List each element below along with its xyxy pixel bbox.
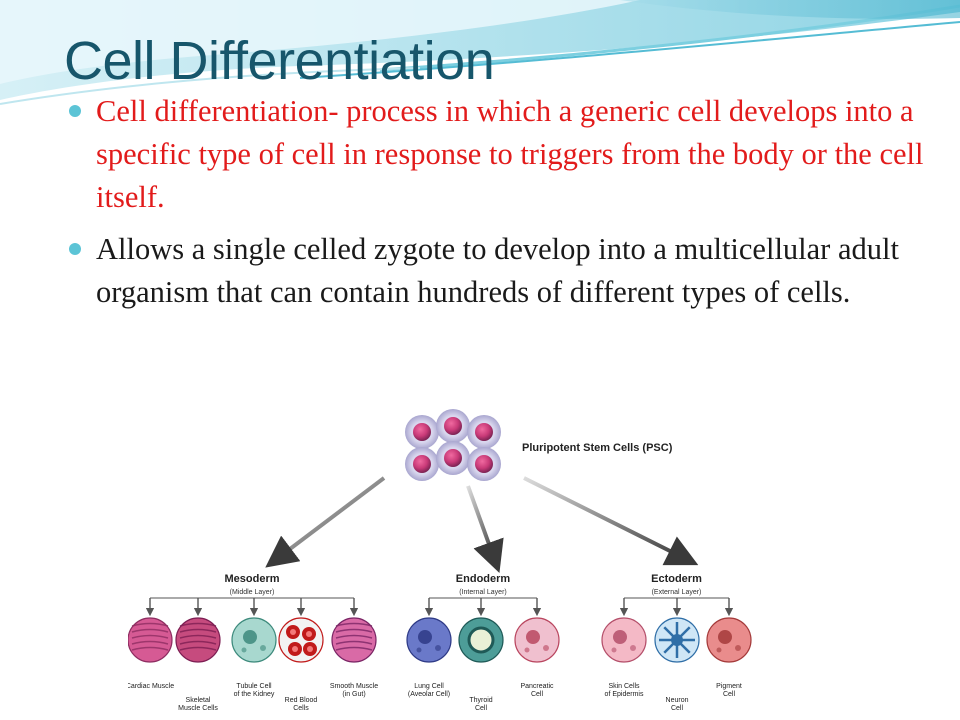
cell-icon [601,617,647,663]
cell-label-line2: Cell [671,705,684,712]
bullet-text: Allows a single celled zygote to develop… [96,232,899,309]
cell-icon [706,617,752,663]
germ-layers: Mesoderm (Middle Layer) Cardiac MuscleSkel… [128,573,752,712]
slide-title: Cell Differentiation [64,31,495,91]
layer-subtitle: (Middle Layer) [230,589,275,596]
stem-cell-cluster [405,409,501,481]
cell-label: Skin Cells [608,683,640,690]
cell-label-line2: Muscle Cells [178,705,218,712]
cell-icon [458,617,504,663]
cell-icon [231,617,277,663]
cell-label: Thyroid [469,697,492,704]
cell-label-line2: Cell [475,705,488,712]
cell-label: Neuron [666,697,689,704]
layer-subtitle: (External Layer) [652,589,702,596]
stem-cell-icon [405,447,439,481]
differentiation-diagram: Pluripotent Stem Cells (PSC) Mesoderm (Mi… [128,409,752,712]
bullet-text: Cell differentiation- process in which a… [96,94,924,214]
cell-icon [406,617,452,663]
arrow-to-mesoderm [265,476,386,568]
cell-label-line2: Cell [723,691,736,698]
source-label: Pluripotent Stem Cells (PSC) [522,442,673,454]
germ-layer: Mesoderm (Middle Layer) Cardiac MuscleSkel… [128,573,378,712]
arrow-to-endoderm [466,485,504,574]
cell-icon [654,617,700,663]
bullet-dot-icon [69,243,81,255]
stem-cell-icon [436,441,470,475]
layer-subtitle: (Internal Layer) [459,589,506,596]
layer-name: Mesoderm [224,573,279,585]
bullet-item: Cell differentiation- process in which a… [68,90,928,219]
stem-cell-icon [467,447,501,481]
cell-label-line2: of Epidermis [605,691,644,698]
cell-label: Skeletal [186,697,211,704]
stem-cell-icon [405,415,439,449]
cell-icon [175,617,221,663]
cell-label: Red Blood [285,697,318,704]
germ-layer: Endoderm (Internal Layer) Lung Cell(Aveola… [406,573,560,712]
cell-label-line2: Cell [531,691,544,698]
stem-cell-icon [467,415,501,449]
cell-icon [128,617,173,663]
bullet-dot-icon [69,105,81,117]
cell-icon [278,617,324,663]
cell-label: Pigment [716,683,742,690]
stem-cell-icon [436,409,470,443]
layer-name: Ectoderm [651,573,702,585]
cell-label-line2: Cells [293,705,309,712]
layer-name: Endoderm [456,573,511,585]
cell-label: Cardiac Muscle [128,683,174,690]
header-wave-decoration [0,0,960,105]
cell-label-line2: of the Kidney [234,691,275,698]
cell-label: Smooth Muscle [330,683,378,690]
bullet-list: Cell differentiation- process in which a… [68,90,928,323]
arrow-to-ectoderm [523,476,699,566]
cell-label-line2: (Aveolar Cell) [408,691,450,698]
cell-icon [514,617,560,663]
cell-label: Pancreatic [520,683,554,690]
cell-label: Lung Cell [414,683,444,690]
cell-label: Tubule Cell [236,683,272,690]
cell-icon [331,617,377,663]
cell-label-line2: (in Gut) [342,691,365,698]
bullet-item: Allows a single celled zygote to develop… [68,228,928,314]
